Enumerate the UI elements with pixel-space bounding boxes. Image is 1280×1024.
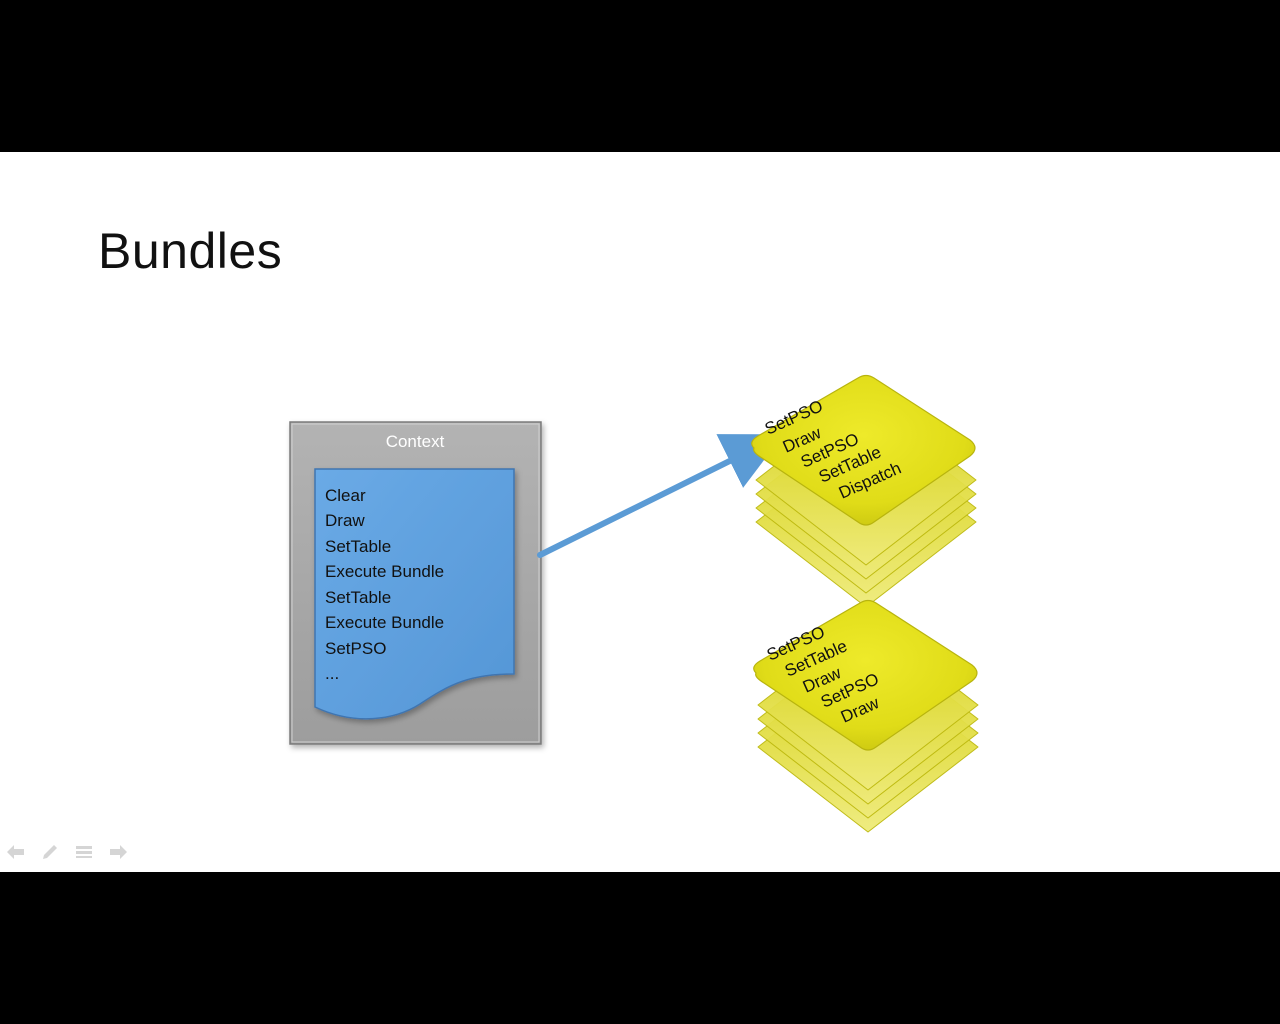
slideshow-nav	[6, 842, 128, 862]
execute-bundle-arrow	[537, 434, 784, 558]
command-item: SetTable	[325, 588, 391, 607]
bundle-tile-top	[753, 599, 978, 751]
bundle-stack-2: SetPSO SetTable Draw SetPSO Draw	[753, 599, 979, 833]
command-item: Execute Bundle	[325, 613, 444, 632]
slide: Bundles	[0, 152, 1280, 872]
diagram: Context Clear Draw SetTable Execute Bund…	[289, 374, 979, 833]
command-list-document	[314, 468, 515, 720]
command-item: SetTable	[325, 537, 391, 556]
command-item: Execute Bundle	[325, 562, 444, 581]
command-item: Draw	[325, 511, 365, 530]
bundle-tile-top	[751, 374, 976, 526]
back-arrow-icon[interactable]	[6, 842, 26, 862]
command-list: Clear Draw SetTable Execute Bundle SetTa…	[325, 486, 444, 683]
context-panel: Context Clear Draw SetTable Execute Bund…	[289, 421, 542, 745]
letterbox-bottom	[0, 872, 1280, 1024]
command-item: SetPSO	[325, 639, 386, 658]
command-item: Clear	[325, 486, 366, 505]
menu-icon[interactable]	[74, 842, 94, 862]
slide-title: Bundles	[98, 223, 283, 279]
pen-icon[interactable]	[40, 842, 60, 862]
command-item: ...	[325, 664, 339, 683]
context-label: Context	[386, 432, 445, 451]
letterbox-top	[0, 0, 1280, 152]
forward-arrow-icon[interactable]	[108, 842, 128, 862]
bundle-stack-1: SetPSO Draw SetPSO SetTable Dispatch	[751, 374, 977, 608]
